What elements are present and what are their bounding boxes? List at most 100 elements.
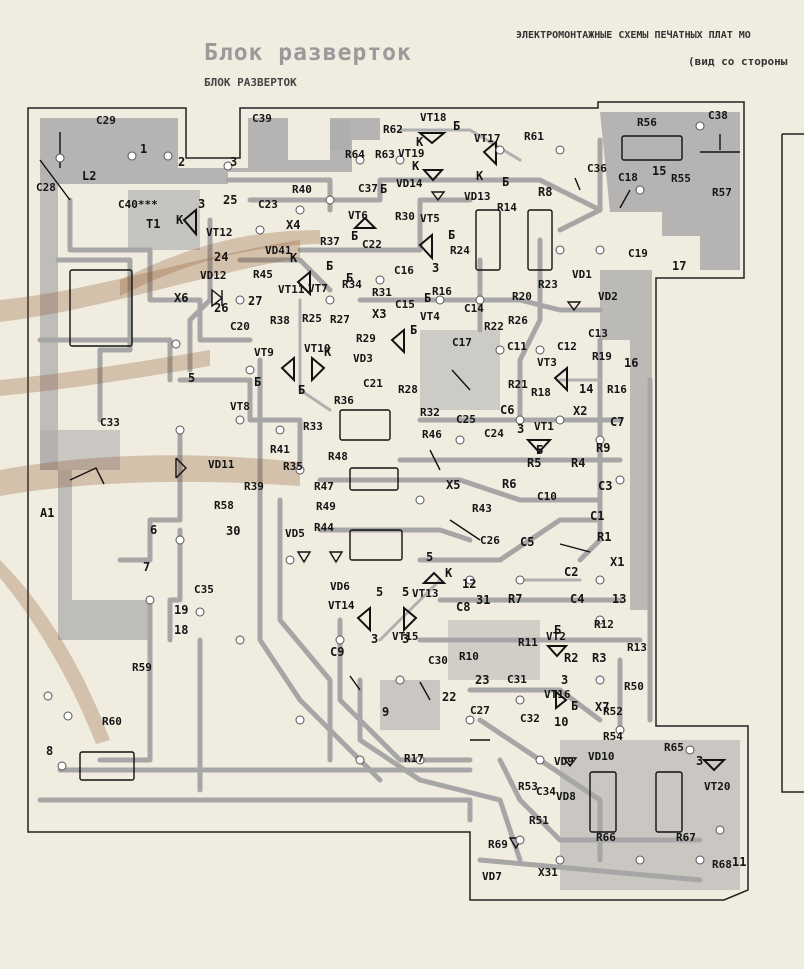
component-label: 10 <box>554 715 568 729</box>
component-label: VD11 <box>208 458 235 471</box>
component-label: R34 <box>342 278 362 291</box>
component-label: C6 <box>500 403 514 417</box>
component-label: C34 <box>536 785 556 798</box>
component-label: VD5 <box>285 527 305 540</box>
component-label: R62 <box>383 123 403 136</box>
component-label: 2 <box>178 155 185 169</box>
component-label: R26 <box>508 314 528 327</box>
component-label: VD7 <box>482 870 502 883</box>
component-label: C5 <box>520 535 534 549</box>
component-label: C38 <box>708 109 728 122</box>
component-label: C17 <box>452 336 472 349</box>
page-subtitle: БЛОК РАЗВЕРТОК <box>204 76 297 89</box>
component-label: C31 <box>507 673 527 686</box>
component-label: R14 <box>497 201 517 214</box>
component-label: 19 <box>174 603 188 617</box>
component-label: R12 <box>594 618 614 631</box>
component-label: R13 <box>627 641 647 654</box>
component-label: 22 <box>442 690 456 704</box>
component-label: C7 <box>610 415 624 429</box>
component-label: VT15 <box>392 630 419 643</box>
component-label: 1 <box>140 142 147 156</box>
component-label: VT18 <box>420 111 447 124</box>
component-label: C24 <box>484 427 504 440</box>
component-label: VT4 <box>420 310 440 323</box>
component-label: C11 <box>507 340 527 353</box>
component-label: R63 <box>375 148 395 161</box>
component-label: Б <box>453 119 460 133</box>
component-label: R31 <box>372 286 392 299</box>
component-label: R27 <box>330 313 350 326</box>
component-label: R18 <box>531 386 551 399</box>
component-label: VD2 <box>598 290 618 303</box>
component-label: C32 <box>520 712 540 725</box>
component-label: 27 <box>248 294 262 308</box>
component-label: К <box>290 251 298 265</box>
component-label: 3 <box>561 673 568 687</box>
component-label: C8 <box>456 600 470 614</box>
component-label: R41 <box>270 443 290 456</box>
component-label: R50 <box>624 680 644 693</box>
component-label: VT2 <box>546 630 566 643</box>
component-label: R59 <box>132 661 152 674</box>
component-label: R7 <box>508 592 522 606</box>
component-label: R2 <box>564 651 578 665</box>
component-label: VT14 <box>328 599 355 612</box>
component-label: R64 <box>345 148 365 161</box>
component-label: 3 <box>371 632 378 646</box>
component-label: C39 <box>252 112 272 125</box>
component-label: C40*** <box>118 198 158 211</box>
component-label: VD12 <box>200 269 227 282</box>
component-label: R22 <box>484 320 504 333</box>
component-label: R5 <box>527 456 541 470</box>
component-label: R3 <box>592 651 606 665</box>
component-label: К <box>476 169 484 183</box>
component-label: X7 <box>595 700 609 714</box>
caption-right: ЭЛЕКТРОМОНТАЖНЫЕ СХЕМЫ ПЕЧАТНЫХ ПЛАТ МО <box>516 30 751 41</box>
component-label: VT3 <box>537 356 557 369</box>
component-label: R46 <box>422 428 442 441</box>
paper-stains <box>0 230 320 744</box>
component-label: R65 <box>664 741 684 754</box>
component-label: X3 <box>372 307 386 321</box>
component-label: C29 <box>96 114 116 127</box>
component-label: К <box>176 213 184 227</box>
component-label: R25 <box>302 312 322 325</box>
pads <box>43 121 725 865</box>
component-label: 14 <box>579 382 593 396</box>
component-label: C27 <box>470 704 490 717</box>
component-label: R60 <box>102 715 122 728</box>
component-label: C4 <box>570 592 584 606</box>
component-label: C25 <box>456 413 476 426</box>
component-label: Б <box>448 228 455 242</box>
board-outline <box>27 101 749 901</box>
component-label: VT1 <box>534 420 554 433</box>
component-label: X31 <box>538 866 558 879</box>
component-label: 7 <box>143 560 150 574</box>
component-label: A1 <box>40 506 54 520</box>
page-title: Блок разверток <box>204 40 412 66</box>
component-label: R19 <box>592 350 612 363</box>
component-label: 3 <box>432 261 439 275</box>
component-label: 9 <box>382 705 389 719</box>
component-label: 23 <box>475 673 489 687</box>
component-label: R40 <box>292 183 312 196</box>
component-label: VT20 <box>704 780 731 793</box>
component-label: VT6 <box>348 209 368 222</box>
component-label: C20 <box>230 320 250 333</box>
component-label: R45 <box>253 268 273 281</box>
component-label: Б <box>502 175 509 189</box>
component-label: 18 <box>174 623 188 637</box>
component-label: C26 <box>480 534 500 547</box>
component-label: C35 <box>194 583 214 596</box>
component-label: VD41 <box>265 244 292 257</box>
component-label: Б <box>380 182 387 196</box>
component-label: VT5 <box>420 212 440 225</box>
component-label: R53 <box>518 780 538 793</box>
component-label: X1 <box>610 555 624 569</box>
component-label: VT8 <box>230 400 250 413</box>
component-label: Б <box>346 271 353 285</box>
component-label: X6 <box>174 291 188 305</box>
